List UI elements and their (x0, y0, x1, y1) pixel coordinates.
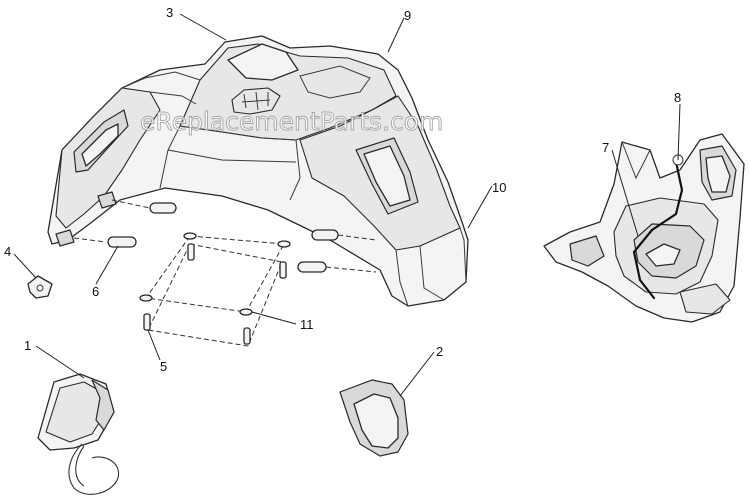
callout-2: 2 (436, 344, 443, 359)
callout-1: 1 (24, 338, 31, 353)
brand-emblem-icon (231, 87, 281, 115)
dash-assembly (543, 133, 745, 323)
fastener-group (139, 232, 291, 347)
callout-5: 5 (160, 359, 167, 374)
callout-6: 6 (92, 284, 99, 299)
callout-labels: 3 9 8 7 10 4 6 11 1 5 2 (4, 5, 681, 374)
callout-11: 11 (300, 317, 314, 332)
callout-10: 10 (492, 180, 506, 195)
leader-lines (13, 13, 681, 397)
callout-3: 3 (166, 5, 173, 20)
side-panel-2 (339, 379, 409, 457)
side-panel-1 (37, 373, 120, 495)
callout-7: 7 (602, 140, 609, 155)
watermark-text: eReplacementParts.com (140, 107, 443, 136)
clip-part (27, 275, 53, 299)
callout-4: 4 (4, 244, 11, 259)
mounting-pins (73, 199, 377, 273)
callout-8: 8 (674, 90, 681, 105)
hood-body (47, 35, 469, 307)
callout-9: 9 (404, 8, 411, 23)
